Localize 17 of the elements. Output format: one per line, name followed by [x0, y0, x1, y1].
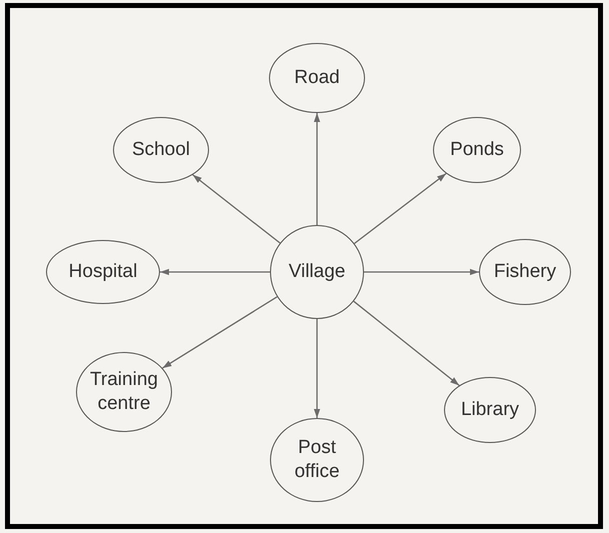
node-label: Library — [460, 398, 520, 422]
node-label: Fishery — [492, 260, 558, 284]
arrow — [314, 113, 320, 225]
arrow — [364, 268, 479, 276]
arrow — [354, 173, 447, 244]
arrow — [314, 319, 320, 418]
node-label: Road — [293, 66, 341, 90]
node-label: Post office — [293, 436, 341, 484]
node-label: Ponds — [449, 138, 505, 162]
node-label: Training centre — [89, 368, 159, 416]
node-label: Village — [288, 260, 346, 284]
arrow — [162, 296, 278, 369]
arrow — [160, 268, 270, 276]
arrow — [192, 174, 280, 244]
node-label: Hospital — [68, 260, 138, 284]
node-label: School — [130, 138, 192, 162]
arrow — [353, 300, 460, 386]
